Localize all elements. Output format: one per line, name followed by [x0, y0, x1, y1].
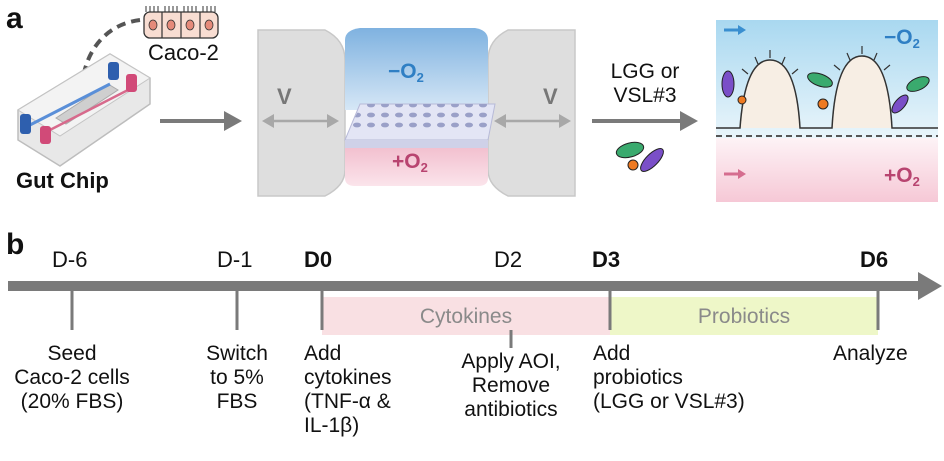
step-switch: Switch to 5% FBS	[206, 342, 268, 413]
gut-chip-device	[17, 53, 151, 167]
step-seed: Seed Caco-2 cells (20% FBS)	[14, 342, 130, 413]
caco2-cells-icon	[143, 6, 219, 39]
low-oxygen-label: −O2	[388, 60, 424, 85]
result-low-oxygen-label: −O2	[884, 26, 920, 51]
probiotic-label: LGG or VSL#3	[610, 60, 680, 107]
caco2-label: Caco-2	[148, 40, 219, 65]
day-label-d-6: D-6	[52, 247, 88, 272]
day-label-d-1: D-1	[217, 247, 253, 272]
probiotics-band-label: Probiotics	[697, 305, 791, 328]
step-add-probiotics: Add probiotics (LGG or VSL#3)	[593, 342, 745, 413]
day-label-d2: D2	[494, 247, 523, 272]
high-oxygen-label: +O2	[392, 150, 428, 175]
panel-a-letter: a	[6, 2, 23, 35]
timeline-axis	[8, 272, 942, 348]
step-add-cytokines: Add cytokines (TNF-α & IL-1β)	[304, 342, 392, 437]
cytokines-band-label: Cytokines	[419, 305, 513, 328]
probiotics-band-rect	[610, 297, 878, 335]
probiotics-band: Probiotics	[610, 297, 878, 335]
chip-cross-section	[257, 28, 576, 197]
day-label-d0: D0	[304, 247, 333, 272]
panel-b-letter: b	[6, 228, 25, 261]
cytokines-band-rect	[322, 297, 610, 335]
step-apply-aoi: Apply AOI, Remove antibiotics	[461, 350, 561, 421]
gut-chip-label: Gut Chip	[16, 168, 109, 193]
day-label-d6: D6	[860, 247, 889, 272]
vacuum-right-label: V	[543, 84, 558, 109]
bacteria-icon	[615, 141, 664, 172]
step-analyze: Analyze	[833, 342, 908, 365]
villi-result-panel	[716, 20, 938, 202]
result-high-oxygen-label: +O2	[884, 164, 920, 189]
cytokines-band: Cytokines	[322, 297, 610, 335]
day-label-d3: D3	[592, 247, 621, 272]
vacuum-left-label: V	[277, 84, 292, 109]
